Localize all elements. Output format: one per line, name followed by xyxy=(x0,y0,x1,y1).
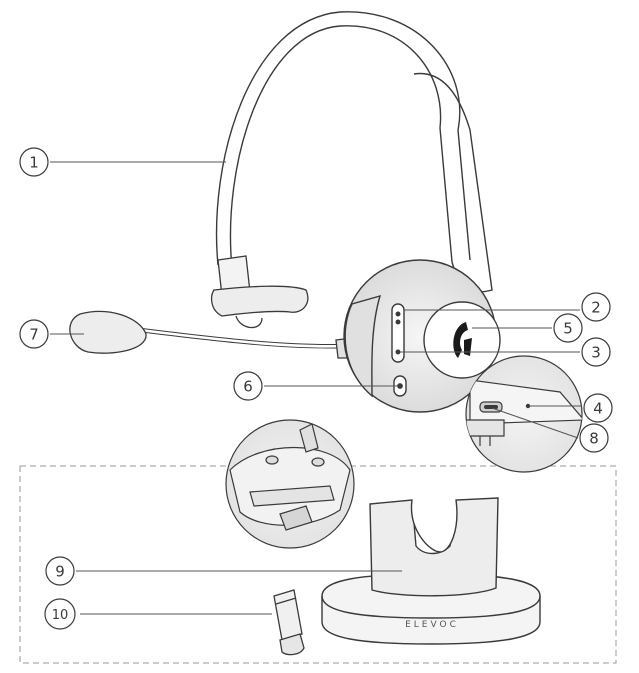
base-brand-text: ELEVOC xyxy=(405,620,459,630)
ear-cup xyxy=(343,259,501,413)
base-dashed-frame xyxy=(19,465,617,664)
ear-cup-center xyxy=(423,301,501,379)
callout-3: 3 xyxy=(581,337,611,367)
callout-5: 5 xyxy=(553,313,583,343)
zoom-usb-port xyxy=(465,355,583,473)
leader-lines xyxy=(50,161,582,615)
charging-base: ELEVOC xyxy=(321,497,541,645)
callout-10: 10 xyxy=(44,598,76,630)
callout-2-label: 2 xyxy=(591,299,601,317)
callout-4-label: 4 xyxy=(593,400,603,418)
elevoc-logo-icon xyxy=(453,322,472,358)
boom-microphone xyxy=(69,310,355,359)
callout-8-label: 8 xyxy=(589,430,599,448)
callout-1: 1 xyxy=(19,147,49,177)
zoom-dock-contacts xyxy=(225,419,355,549)
callout-8: 8 xyxy=(579,423,609,453)
callout-9-label: 9 xyxy=(55,563,65,581)
callout-3-label: 3 xyxy=(591,344,601,362)
callout-6: 6 xyxy=(233,371,263,401)
mic-foam-cover xyxy=(69,310,147,354)
callout-2: 2 xyxy=(581,292,611,322)
callout-9: 9 xyxy=(45,556,75,586)
callout-10-label: 10 xyxy=(52,608,69,623)
callout-6-label: 6 xyxy=(243,378,253,396)
usb-dongle xyxy=(273,589,305,656)
callout-7: 7 xyxy=(19,319,49,349)
headband-pad xyxy=(210,255,309,329)
callout-5-label: 5 xyxy=(563,320,573,338)
callout-1-label: 1 xyxy=(29,154,39,172)
callout-4: 4 xyxy=(583,393,613,423)
callout-7-label: 7 xyxy=(29,326,39,344)
cup-buttons xyxy=(391,303,407,397)
leader-8 xyxy=(491,407,579,439)
headband xyxy=(215,11,493,293)
